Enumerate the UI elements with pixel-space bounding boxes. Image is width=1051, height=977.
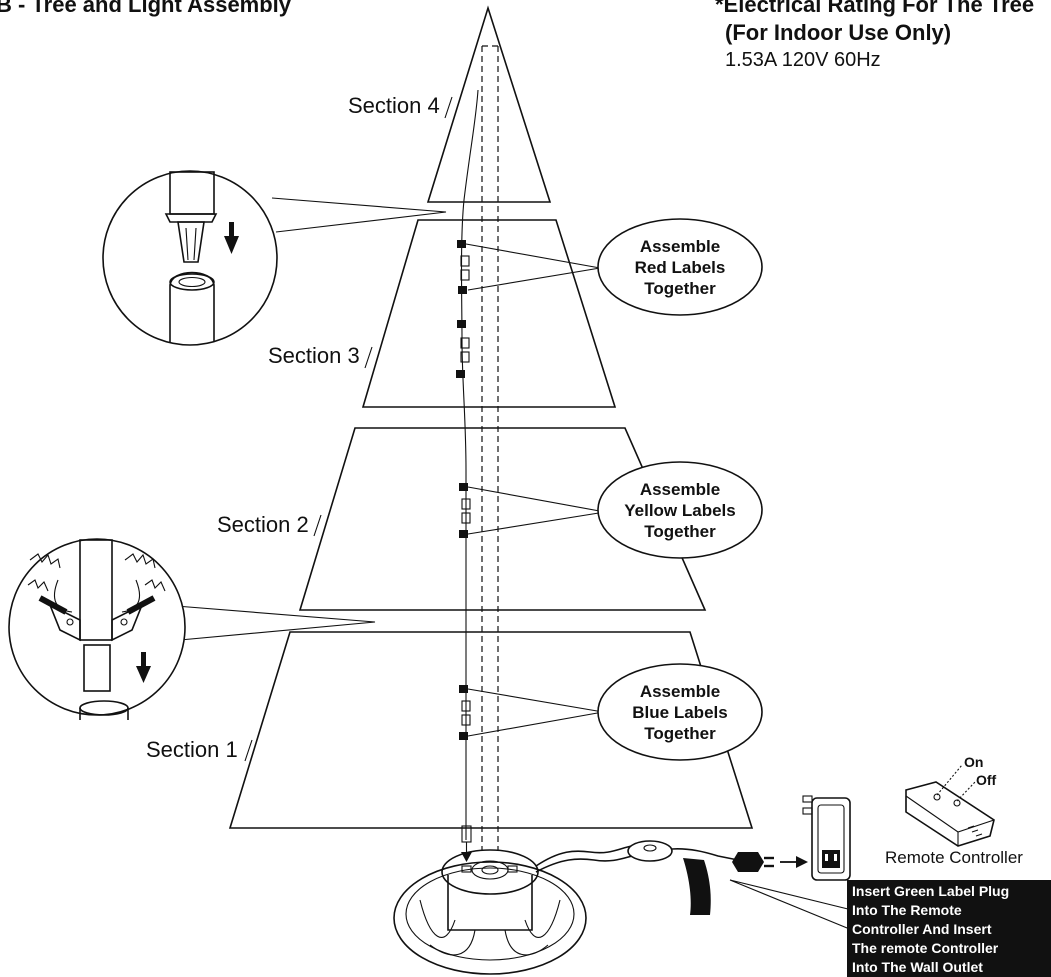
section-3-panel [361,219,617,408]
red-label-connectors [456,240,470,378]
svg-text:Assemble: Assemble [640,237,720,256]
foot-switch [627,840,673,862]
branch-hinge-detail [8,538,376,720]
down-arrow-icon [136,652,151,683]
section-3-label: Section 3 [268,343,360,368]
yellow-label-connectors [459,483,471,538]
svg-text:Together: Together [644,279,716,298]
down-arrow-icon [224,222,239,254]
remote-controller-icon [905,764,995,847]
section-4-label: Section 4 [348,93,440,118]
section-1-label: Section 1 [146,737,238,762]
section-4-panel [426,5,552,203]
blue-label-connectors [459,685,471,740]
svg-text:Together: Together [644,522,716,541]
svg-text:Insert Green Label Plug: Insert Green Label Plug [852,883,1009,899]
right-arrow-icon [780,856,808,868]
svg-text:Assemble: Assemble [640,682,720,701]
center-pole [481,45,499,850]
blue-labels-bubble: Assemble Blue Labels Together [597,663,763,761]
light-wire [460,89,479,840]
rating-value: 1.53A 120V 60Hz [725,49,881,71]
section-2-label: Section 2 [217,512,309,537]
svg-text:Together: Together [644,724,716,743]
rating-title: *Electrical Rating For The Tree [715,0,1034,17]
svg-text:Yellow Labels: Yellow Labels [624,501,736,520]
svg-text:Assemble: Assemble [640,480,720,499]
remote-on-label: On [964,754,983,770]
svg-text:The remote Controller: The remote Controller [852,940,999,956]
plug-icon [732,852,774,872]
wall-adapter-icon [802,795,851,881]
yellow-labels-bubble: Assemble Yellow Labels Together [597,461,763,559]
svg-text:Controller And Insert: Controller And Insert [852,921,992,937]
remote-off-label: Off [976,772,997,788]
red-labels-bubble: Assemble Red Labels Together [597,218,763,316]
svg-text:Red Labels: Red Labels [635,258,726,277]
svg-text:Into The Wall Outlet: Into The Wall Outlet [852,959,983,975]
instruction-box: Insert Green Label Plug Into The Remote … [847,880,1051,977]
tree-stand-icon [393,849,587,975]
diagram-title: B - Tree and Light Assembly [0,0,292,17]
power-cord [535,845,633,867]
section-2-panel [298,427,707,611]
rating-indoor: (For Indoor Use Only) [725,20,951,45]
svg-text:Blue Labels: Blue Labels [632,703,727,722]
svg-text:Into The Remote: Into The Remote [852,902,962,918]
pole-insertion-detail [102,170,447,346]
remote-caption: Remote Controller [885,848,1023,867]
